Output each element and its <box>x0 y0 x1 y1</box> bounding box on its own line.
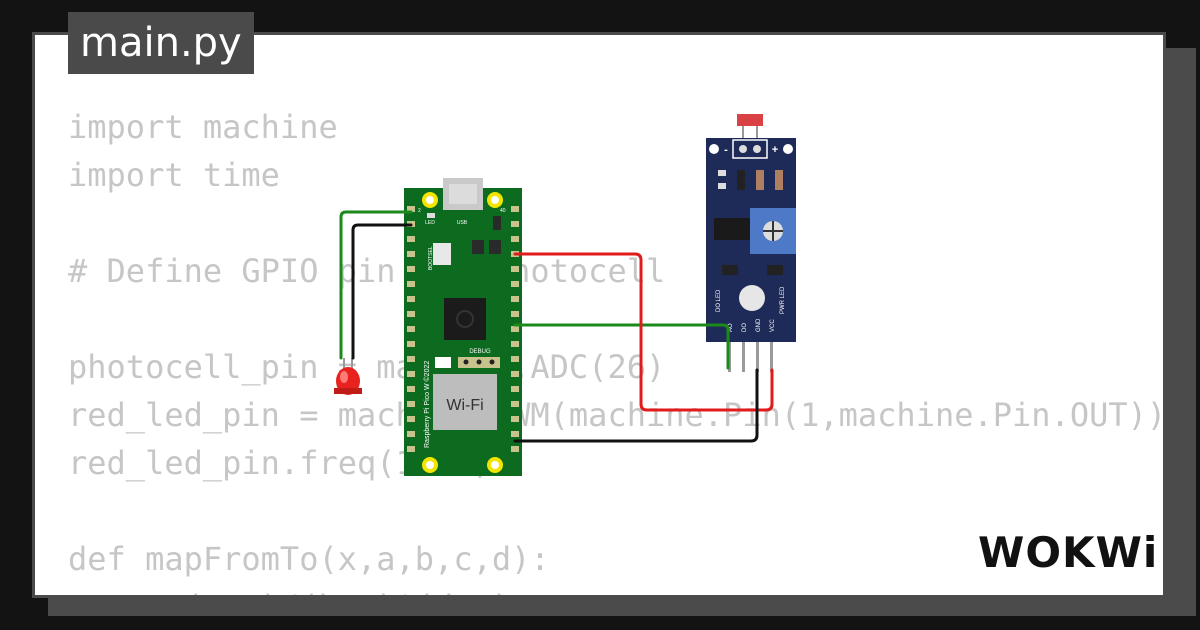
code-line: import time <box>68 156 280 194</box>
model-label: Raspberry Pi Pico W ©2022 <box>423 361 431 448</box>
pin-label-gnd: GND <box>756 318 762 332</box>
debug-label: DEBUG <box>469 349 491 355</box>
photoresistor-module[interactable]: - + DO LED PWR LED AO DO GND VCC <box>706 114 796 372</box>
wifi-label: Wi-Fi <box>446 397 483 414</box>
code-line: y=(x-a)/(b-a)*(d-c)+c <box>68 583 1163 595</box>
minus-label: - <box>724 144 728 156</box>
bootsel-button[interactable] <box>433 243 451 265</box>
wire-black-gnd[interactable] <box>513 368 759 443</box>
wires <box>339 210 774 443</box>
wire-green-led[interactable] <box>339 210 413 360</box>
wire-green-ao[interactable] <box>513 323 730 370</box>
led-label: LED <box>425 220 435 226</box>
wire-red-vcc[interactable] <box>513 252 774 412</box>
pin-label-40: 40 <box>500 208 506 214</box>
mounting-holes <box>422 192 503 473</box>
pico-right-pins <box>511 206 519 452</box>
plus-label: + <box>772 144 778 156</box>
red-led[interactable] <box>334 358 362 395</box>
code-line: def mapFromTo(x,a,b,c,d): <box>68 540 550 578</box>
rp2040-chip <box>444 298 486 340</box>
sensor-header-pins <box>728 342 773 372</box>
pico-board[interactable]: Wi-Fi DEBUG LED USB 2 40 BOOTSEL Raspber… <box>404 178 522 476</box>
wire-black-led[interactable] <box>351 223 413 360</box>
status-led <box>739 285 765 311</box>
pwr-led-label: PWR LED <box>780 286 786 314</box>
do-led-label: DO LED <box>716 289 722 312</box>
ldr-sensor <box>737 114 763 126</box>
pin-label-do: DO <box>742 323 748 332</box>
code-line: import machine <box>68 108 338 146</box>
comparator-chip <box>714 218 750 240</box>
file-tab[interactable]: main.py <box>68 12 254 74</box>
bootsel-label: BOOTSEL <box>428 246 434 270</box>
wifi-module <box>433 374 497 430</box>
pin-label-1: 2 <box>418 208 421 214</box>
pin-label-vcc: VCC <box>770 319 776 332</box>
pin-label-ao: AO <box>728 323 734 332</box>
usb-label: USB <box>457 220 468 226</box>
wokwi-logo[interactable]: WOKWi <box>978 528 1159 577</box>
